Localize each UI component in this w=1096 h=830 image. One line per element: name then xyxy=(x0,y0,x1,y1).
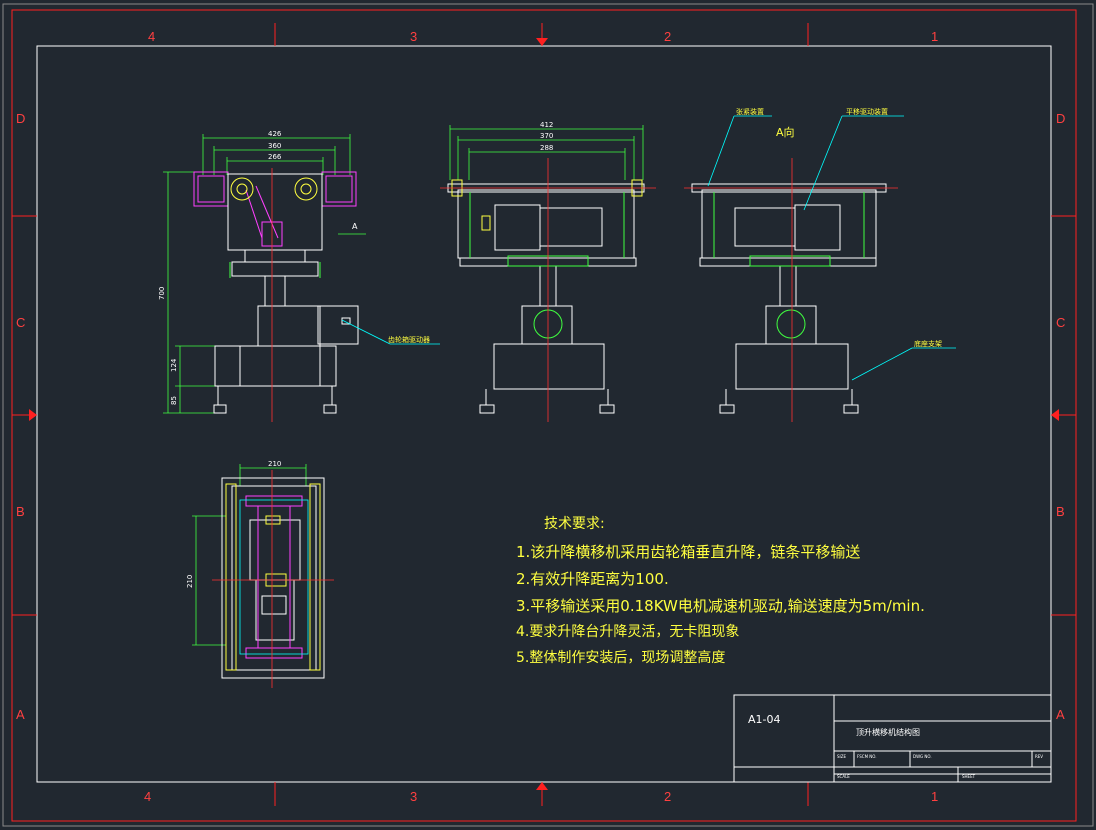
callout-drive: 平移驱动装置 xyxy=(846,107,888,116)
zone-col-label: 2 xyxy=(664,789,671,804)
note-item: 4.要求升降台升降灵活，无卡阻现象 xyxy=(516,624,739,640)
a-view-label: A向 xyxy=(776,125,795,139)
dim-700: 700 xyxy=(158,287,166,300)
zone-row-label: A xyxy=(16,707,25,722)
zone-row-label: D xyxy=(1056,111,1065,126)
note-item: 3.平移输送采用0.18KW电机减速机驱动,输送速度为5m/min. xyxy=(516,597,925,615)
tb-label-size: SIZE xyxy=(837,754,846,759)
callout-gearbox: 齿轮箱驱动器 xyxy=(388,335,430,344)
zone-col-label: 4 xyxy=(144,789,151,804)
outer-frame xyxy=(2,3,1094,827)
title-block xyxy=(733,694,1052,783)
zone-row-label: D xyxy=(16,111,25,126)
inner-frame xyxy=(36,45,1052,783)
drawing-title: 顶升横移机结构图 xyxy=(856,727,920,737)
callout-base: 底座支架 xyxy=(914,339,942,348)
zone-col-label: 1 xyxy=(931,789,938,804)
zone-col-label: 1 xyxy=(931,29,938,44)
dim-210-h: 210 xyxy=(268,460,281,468)
front-view: 426 360 266 700 124 85 xyxy=(158,130,440,422)
dim-360: 360 xyxy=(268,142,281,150)
tb-label-rev: REV xyxy=(1035,754,1043,759)
zone-row-label: C xyxy=(16,315,25,330)
zone-labels: 4 3 2 1 4 3 2 1 D C B A D C B A xyxy=(16,29,1065,804)
tb-label-dwg: DWG NO. xyxy=(913,754,932,759)
view-arrow-label: A xyxy=(352,222,358,231)
zone-row-label: B xyxy=(1056,504,1065,519)
a-direction-view: A向 张紧装置 平移驱动装置 底座支架 xyxy=(684,107,956,422)
note-item: 1.该升降横移机采用齿轮箱垂直升降，链条平移输送 xyxy=(516,543,860,561)
zone-col-label: 4 xyxy=(148,29,155,44)
zone-col-label: 3 xyxy=(410,789,417,804)
dim-370: 370 xyxy=(540,132,553,140)
note-item: 5.整体制作安装后，现场调整高度 xyxy=(516,649,725,666)
dim-210-v: 210 xyxy=(186,575,194,588)
dim-412: 412 xyxy=(540,121,553,129)
technical-notes: 技术要求: 1.该升降横移机采用齿轮箱垂直升降，链条平移输送 2.有效升降距离为… xyxy=(516,516,925,666)
centering-arrows xyxy=(29,38,1059,790)
zone-row-label: C xyxy=(1056,315,1065,330)
callout-tensioner: 张紧装置 xyxy=(736,107,764,116)
tb-label-scale: SCALE xyxy=(837,774,850,779)
zone-ticks xyxy=(12,23,1076,806)
notes-heading: 技术要求: xyxy=(544,516,605,532)
tb-label-fscm: FSCM NO. xyxy=(857,754,877,759)
dim-266: 266 xyxy=(268,153,282,161)
note-item: 2.有效升降距离为100. xyxy=(516,570,669,588)
tb-label-sheet: SHEET xyxy=(962,774,976,779)
top-view: 210 210 xyxy=(186,460,334,688)
dim-85: 85 xyxy=(170,396,178,405)
dim-426: 426 xyxy=(268,130,282,138)
drawing-number: A1-04 xyxy=(748,713,781,726)
zone-row-label: B xyxy=(16,504,25,519)
zone-col-label: 2 xyxy=(664,29,671,44)
dim-124: 124 xyxy=(170,358,178,372)
zone-col-label: 3 xyxy=(410,29,417,44)
zone-row-label: A xyxy=(1056,707,1065,722)
dim-288: 288 xyxy=(540,144,553,152)
side-view: 412 370 288 xyxy=(440,121,656,422)
